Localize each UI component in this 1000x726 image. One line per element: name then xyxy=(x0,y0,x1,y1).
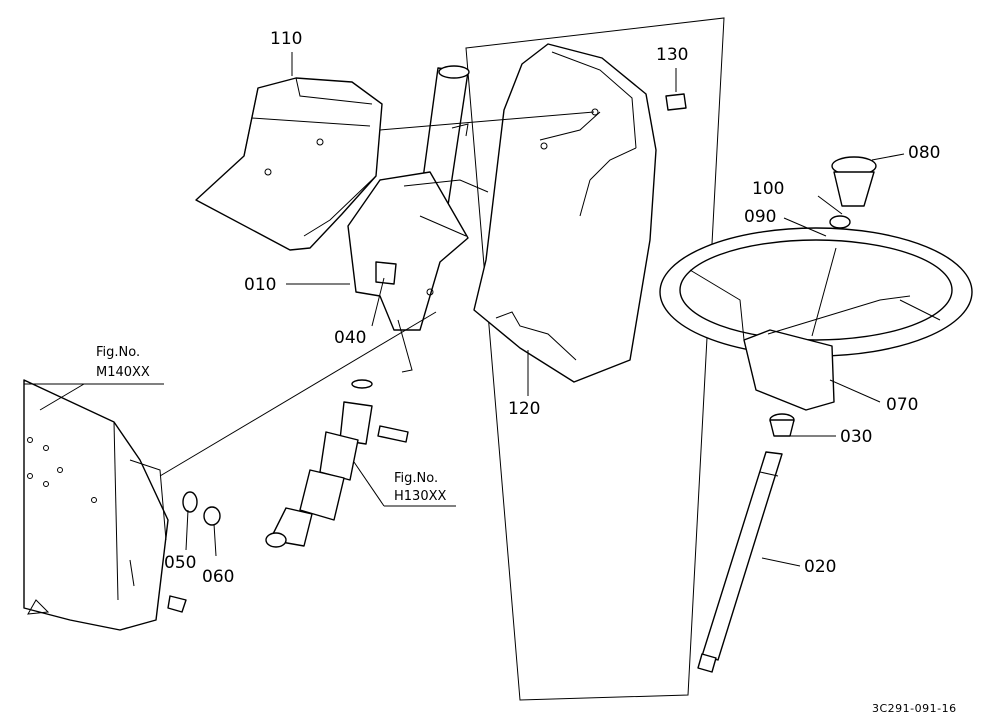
universal-joint xyxy=(265,379,409,548)
bolt-040 xyxy=(375,261,397,285)
fig-ref-h-label: Fig.No. xyxy=(394,471,438,486)
leader-lines xyxy=(24,52,905,567)
label-080: 080 xyxy=(908,143,940,163)
steering-wheel-070 xyxy=(659,227,973,411)
washer-050 xyxy=(182,491,198,513)
steering-shaft-020 xyxy=(697,451,783,673)
nut-060 xyxy=(203,506,221,526)
console-body xyxy=(23,379,187,631)
label-070: 070 xyxy=(886,395,918,415)
cover-panel-120 xyxy=(473,43,657,383)
group-frame xyxy=(465,17,725,701)
horn-cap-080 xyxy=(831,156,877,207)
label-120: 120 xyxy=(508,399,540,419)
label-110: 110 xyxy=(270,29,302,49)
label-030: 030 xyxy=(840,427,872,447)
drawing-code: 3C291-091-16 xyxy=(872,702,957,715)
column-bracket-010 xyxy=(347,65,489,373)
fig-ref-m-label: Fig.No. xyxy=(96,345,140,360)
label-040: 040 xyxy=(334,328,366,348)
label-130: 130 xyxy=(656,45,688,65)
bolt-130 xyxy=(665,68,687,111)
label-090: 090 xyxy=(744,207,776,227)
fig-ref-m-code: M140XX xyxy=(96,365,150,380)
nut-100 xyxy=(829,215,851,229)
label-060: 060 xyxy=(202,567,234,587)
dash-cover-110 xyxy=(195,77,383,251)
label-100: 100 xyxy=(752,179,784,199)
label-050: 050 xyxy=(164,553,196,573)
label-020: 020 xyxy=(804,557,836,577)
fig-ref-h-code: H130XX xyxy=(394,489,446,504)
label-010: 010 xyxy=(244,275,276,295)
bushing-030 xyxy=(769,413,795,437)
